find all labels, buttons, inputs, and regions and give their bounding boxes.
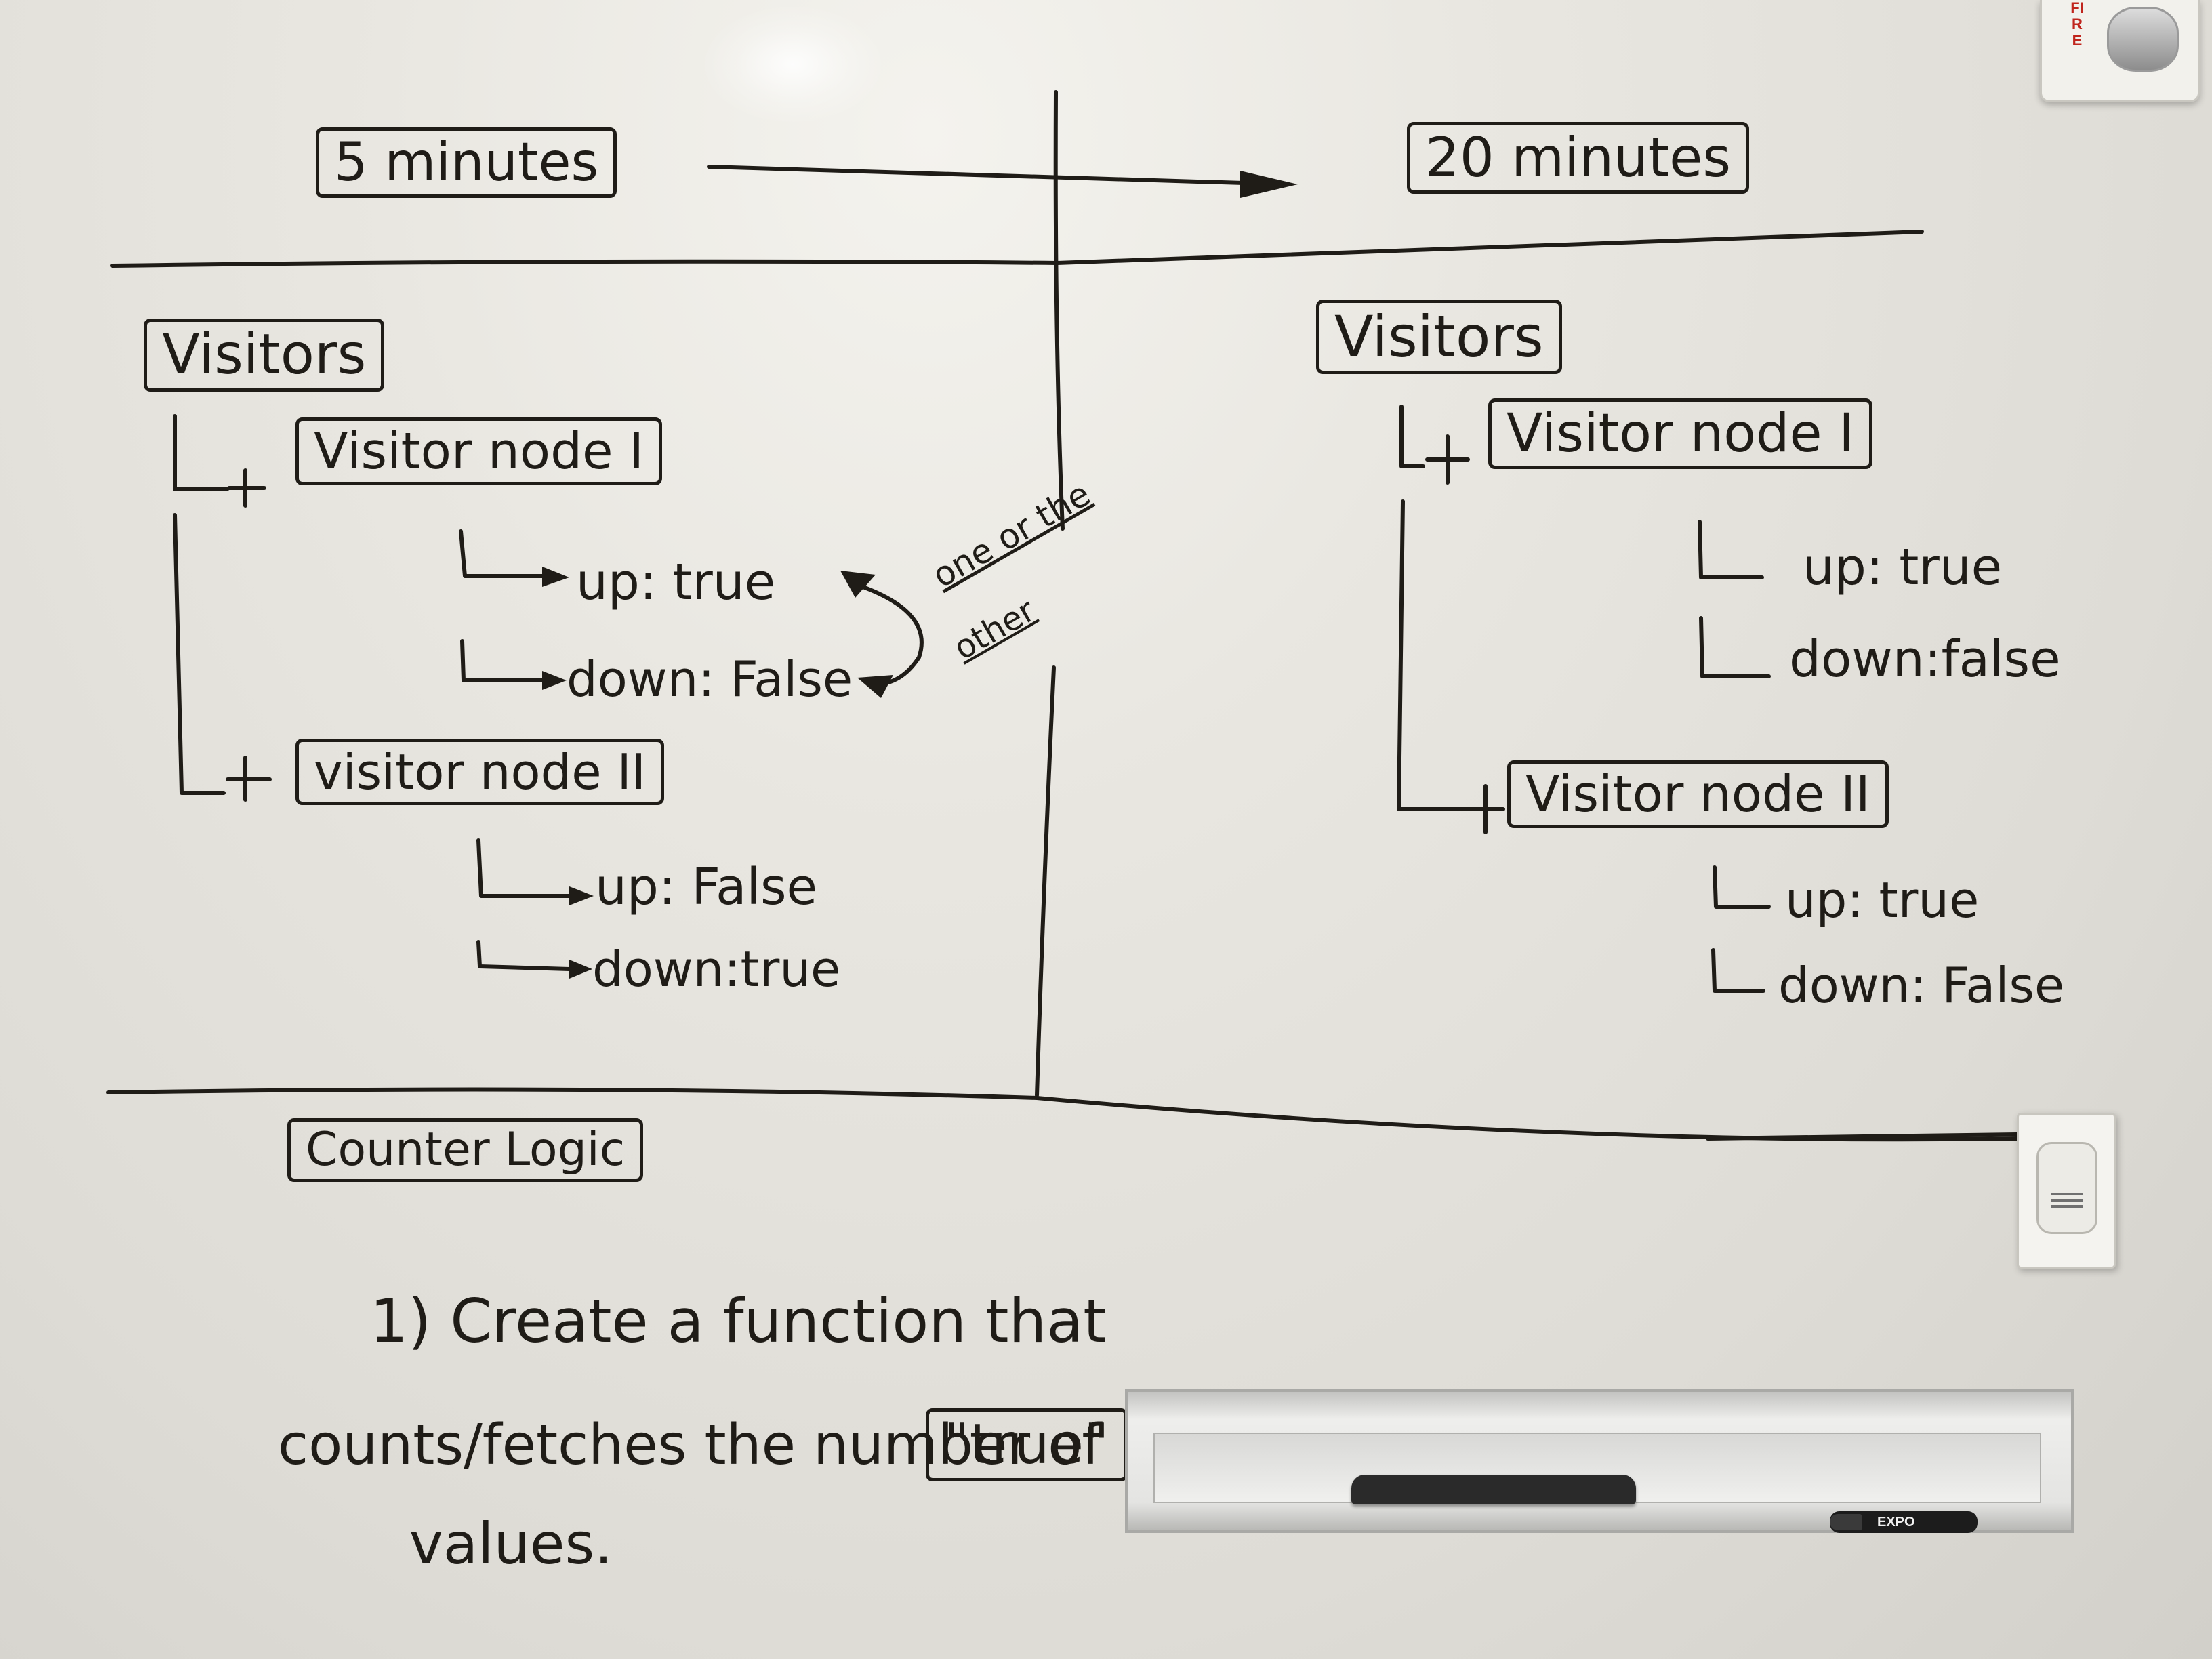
left-visitors-label: Visitors: [144, 319, 385, 392]
sensor-dome: [2036, 1142, 2097, 1234]
lower-right-divider: [1706, 1132, 2019, 1141]
vertical-divider-line-top: [1053, 90, 1065, 531]
left-time-label: 5 minutes: [316, 127, 617, 198]
fire-alarm-device: FIRE: [2040, 0, 2200, 102]
right-node-1-title: Visitor node I: [1488, 398, 1873, 469]
timeline-arrow-head: [1240, 171, 1298, 198]
right-node-2-title: Visitor node II: [1507, 760, 1889, 828]
left-node-1-up: up: true: [576, 553, 776, 611]
marker-cap: [1830, 1514, 1862, 1530]
left-node-1-title: Visitor node I: [295, 417, 662, 485]
marker-tray: EXPO: [1125, 1389, 2074, 1533]
light-glare: [705, 7, 881, 122]
right-node-2-up: up: true: [1785, 872, 1980, 928]
top-divider-line: [110, 230, 1924, 268]
dry-erase-marker: EXPO: [1830, 1511, 1978, 1533]
boxed-true-value: "true": [926, 1408, 1128, 1481]
counter-logic-heading: Counter Logic: [287, 1118, 644, 1182]
right-time-label: 20 minutes: [1407, 122, 1750, 194]
timeline-arrow-line: [707, 165, 1290, 186]
right-visitors-label: Visitors: [1316, 300, 1562, 374]
right-node-2-down: down: False: [1778, 957, 2065, 1014]
left-node-1-down: down: False: [567, 651, 853, 708]
right-node-1-up: up: true: [1803, 538, 2003, 596]
left-node-2-down: down:true: [592, 941, 841, 998]
whiteboard-eraser: [1351, 1475, 1636, 1504]
left-node-2-title: visitor node II: [295, 739, 664, 805]
counter-logic-line-1: 1) Create a function that: [370, 1286, 1107, 1356]
counter-logic-line-3: values.: [409, 1511, 613, 1577]
counter-logic-line-2: counts/fetches the number of: [278, 1413, 1102, 1477]
left-node-2-up: up: False: [595, 858, 818, 916]
marker-brand-label: EXPO: [1877, 1515, 1915, 1530]
vertical-divider-line-bottom: [1035, 665, 1056, 1097]
sensor-vents: [2051, 1193, 2083, 1210]
fire-alarm-label: FIRE: [2070, 0, 2084, 49]
occupancy-sensor: [2017, 1113, 2116, 1269]
fire-alarm-strobe: [2107, 7, 2179, 72]
right-node-1-down: down:false: [1789, 630, 2061, 689]
